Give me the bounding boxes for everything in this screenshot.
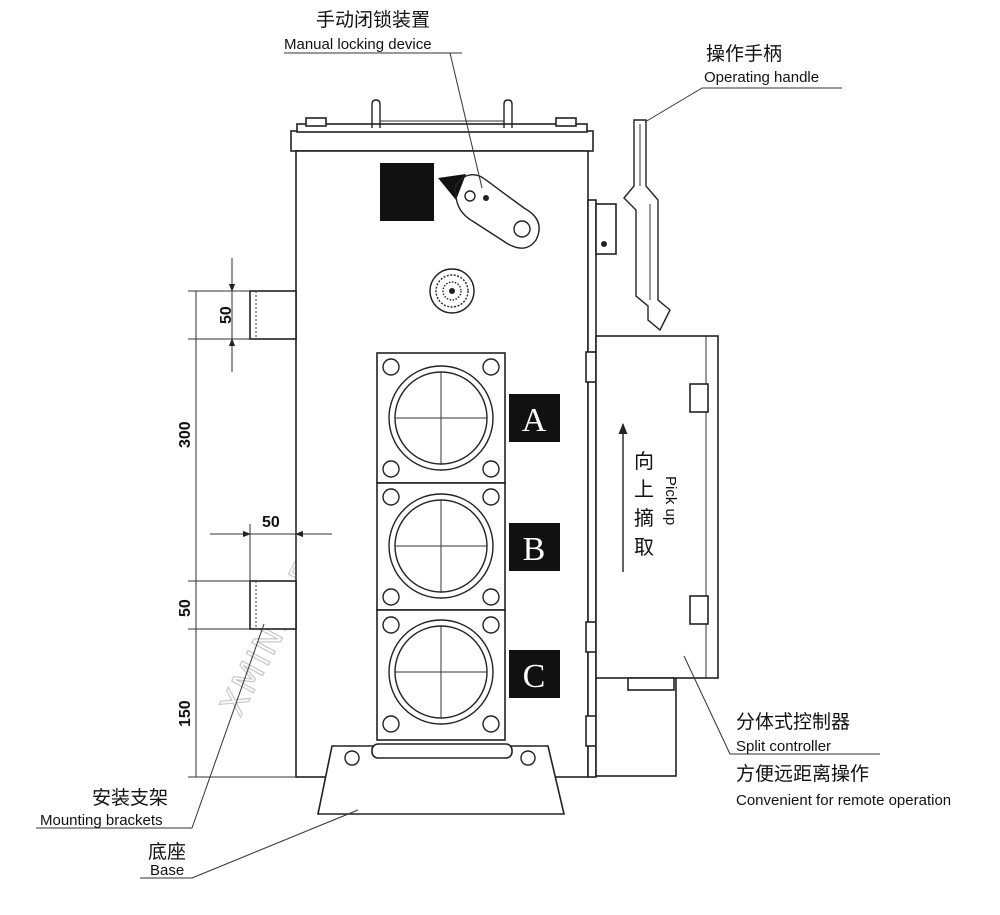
marker-c-box [509,650,560,698]
dim-150: 150 [177,700,194,727]
side-rail [585,199,677,778]
pickup-cn-1: 向 [634,449,654,473]
marker-b-box [509,523,560,571]
marker-a-box [509,394,560,442]
pickup-en: Pick up [662,476,679,525]
operating-handle [623,119,671,332]
marker-b-label: B [523,531,546,568]
marker-c-label: C [523,658,546,695]
label-brackets-en: Mounting brackets [40,812,163,829]
label-manual-lock-en: Manual locking device [284,36,432,53]
label-split-cn: 分体式控制器 [736,711,850,733]
pickup-cn-2: 上 [634,477,654,501]
dim-50-bottom: 50 [177,599,194,617]
split-controller [595,335,719,691]
dim-50-top: 50 [218,306,235,324]
top-cap [290,99,594,152]
marker-a-label: A [522,402,547,439]
pickup-cn-3: 摘 [634,506,654,530]
pickup-cn-4: 取 [634,535,654,559]
manual-locking-device [438,173,540,249]
label-remote-cn: 方便远距离操作 [736,763,869,785]
label-base-cn: 底座 [148,841,186,863]
label-brackets-cn: 安装支架 [92,787,168,809]
label-handle-en: Operating handle [704,69,819,86]
socket-panel-b [376,482,506,611]
label-base-en: Base [150,862,184,879]
socket-panel-c [376,609,506,741]
mounting-brackets [249,290,297,630]
dimension-lines [188,258,332,778]
label-handle-cn: 操作手柄 [706,43,782,65]
dim-50-horizontal: 50 [262,514,280,531]
leader-lines [36,52,880,879]
label-manual-lock-cn: 手动闭锁装置 [316,9,430,31]
nameplate-block [380,163,434,221]
dim-300: 300 [177,421,194,448]
vent-grille [429,268,475,314]
label-remote-en: Convenient for remote operation [736,792,951,809]
socket-panel-a [376,352,506,484]
label-split-en: Split controller [736,738,831,755]
base [317,743,566,815]
